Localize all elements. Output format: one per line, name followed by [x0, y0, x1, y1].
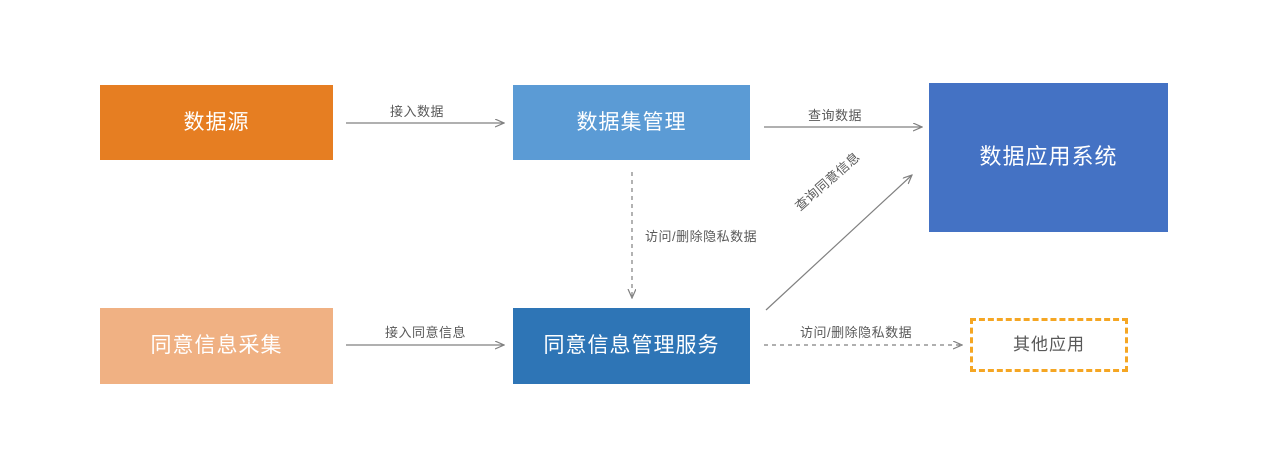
node-other-applications-label: 其他应用: [1013, 334, 1085, 354]
edge-label-privacy-vertical: 访问/删除隐私数据: [645, 229, 758, 244]
node-dataset-management[interactable]: 数据集管理: [513, 85, 750, 160]
node-data-source[interactable]: 数据源: [100, 85, 333, 160]
edge-label-privacy-bottom: 访问/删除隐私数据: [800, 325, 913, 340]
edge-label-ingest-consent: 接入同意信息: [385, 325, 467, 340]
node-data-application-system[interactable]: 数据应用系统: [929, 83, 1168, 232]
node-dataset-management-label: 数据集管理: [576, 110, 687, 134]
node-data-source-label: 数据源: [183, 110, 250, 134]
node-consent-management-service[interactable]: 同意信息管理服务: [513, 308, 750, 384]
node-consent-collection[interactable]: 同意信息采集: [100, 308, 333, 384]
edge-label-ingest-data: 接入数据: [390, 104, 445, 119]
node-other-applications[interactable]: 其他应用: [970, 318, 1128, 372]
node-consent-management-service-label: 同意信息管理服务: [543, 334, 720, 358]
edge-query-consent: [765, 175, 912, 311]
edge-label-query-data: 查询数据: [808, 108, 863, 123]
edge-label-query-consent: 查询同意信息: [791, 149, 863, 214]
node-consent-collection-label: 同意信息采集: [150, 334, 283, 358]
node-data-application-system-label: 数据应用系统: [979, 144, 1118, 170]
